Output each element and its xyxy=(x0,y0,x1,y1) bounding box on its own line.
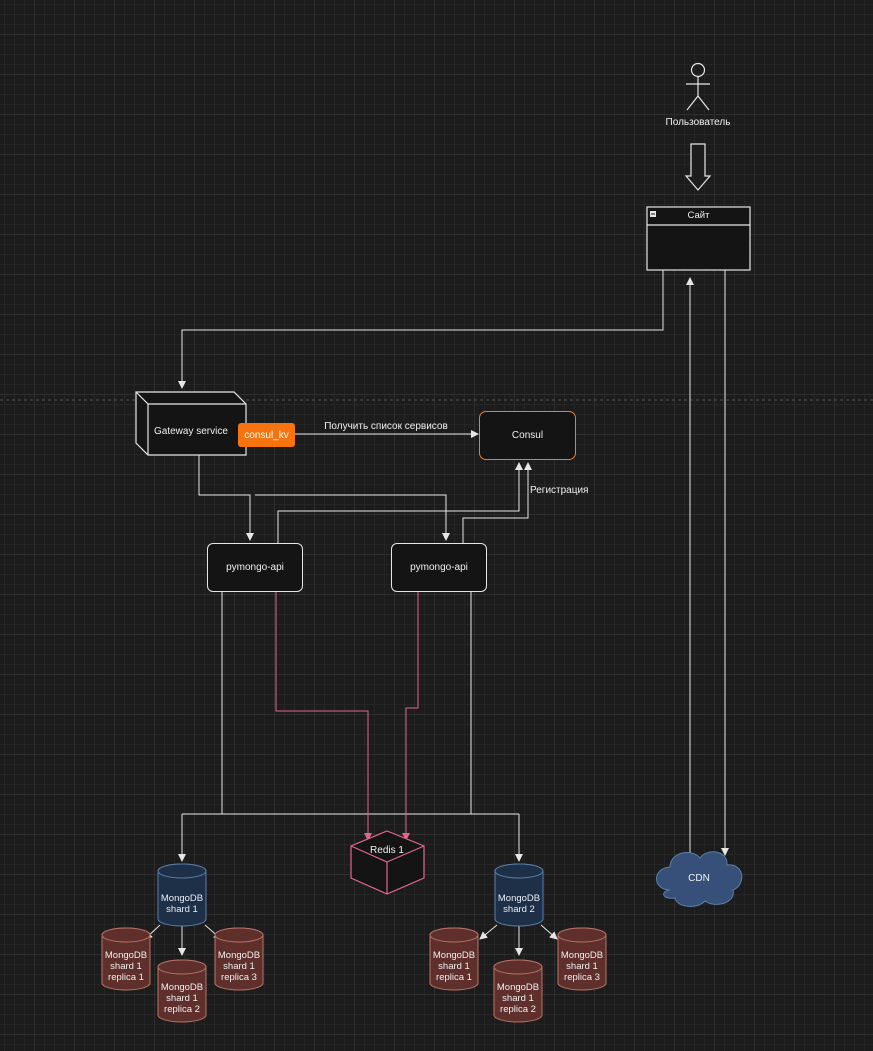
shard1-replica3-label: MongoDB shard 1 replica 3 xyxy=(214,950,264,984)
gateway-label: Gateway service xyxy=(154,426,228,437)
replica-line2: shard 1 xyxy=(566,960,598,972)
replica-line2: shard 1 xyxy=(110,960,142,972)
replica-line3: replica 2 xyxy=(500,1003,536,1015)
gateway-to-api1-edge xyxy=(198,455,254,541)
registration-label: Регистрация xyxy=(530,485,589,496)
user-actor-icon[interactable] xyxy=(686,62,710,111)
cdn-label: CDN xyxy=(688,873,710,884)
consul-label: Consul xyxy=(511,430,544,441)
redis-label: Redis 1 xyxy=(370,845,404,856)
replica-line3: replica 2 xyxy=(164,1003,200,1015)
replica-line2: shard 1 xyxy=(502,992,534,1004)
get-services-label: Получить список сервисов xyxy=(324,421,448,432)
shard1-replica3-database-icon[interactable] xyxy=(214,927,264,991)
replica-line3: replica 3 xyxy=(221,971,257,983)
redis-node[interactable] xyxy=(350,830,425,895)
site-title: Сайт xyxy=(687,210,710,221)
replica-line1: MongoDB xyxy=(432,950,476,961)
shard2-replica1-label: MongoDB shard 1 replica 1 xyxy=(429,950,479,984)
replica-line3: replica 1 xyxy=(436,971,472,983)
api2-registration-edge xyxy=(462,462,532,543)
shard1-label-line1: MongoDB xyxy=(160,893,204,904)
shard2-label-line2: shard 2 xyxy=(503,903,535,915)
shard2-replica3-label: MongoDB shard 1 replica 3 xyxy=(557,950,607,984)
replica-line2: shard 1 xyxy=(223,960,255,972)
shard2-replica3-arrow xyxy=(540,924,558,940)
shard2-database-icon[interactable] xyxy=(494,863,544,927)
api1-registration-edge xyxy=(277,462,523,543)
consul-node[interactable]: Consul xyxy=(479,411,576,460)
shard2-label: MongoDB shard 2 xyxy=(494,893,544,916)
shard1-replica2-database-icon[interactable] xyxy=(157,959,207,1023)
shard1-database-icon[interactable] xyxy=(157,863,207,927)
shard1-label: MongoDB shard 1 xyxy=(157,893,207,916)
api-label: pymongo-api xyxy=(226,562,284,573)
replica-line2: shard 1 xyxy=(166,992,198,1004)
shard2-replica2-database-icon[interactable] xyxy=(493,959,543,1023)
shard2-replica2-label: MongoDB shard 1 replica 2 xyxy=(493,982,543,1016)
replica-line3: replica 3 xyxy=(564,971,600,983)
replica-line1: MongoDB xyxy=(560,950,604,961)
cdn-cloud-node[interactable] xyxy=(656,851,743,907)
shard1-replica1-database-icon[interactable] xyxy=(101,927,151,991)
api1-redis-edge xyxy=(275,591,372,841)
replica-line2: shard 1 xyxy=(438,960,470,972)
shard1-label-line2: shard 1 xyxy=(166,903,198,915)
site-window[interactable] xyxy=(646,206,751,271)
replica-line1: MongoDB xyxy=(496,982,540,993)
shard2-replica1-database-icon[interactable] xyxy=(429,927,479,991)
shard1-replica2-label: MongoDB shard 1 replica 2 xyxy=(157,982,207,1016)
shard2-replica3-database-icon[interactable] xyxy=(557,927,607,991)
replica-line1: MongoDB xyxy=(160,982,204,993)
replica-line1: MongoDB xyxy=(217,950,261,961)
shard2-label-line1: MongoDB xyxy=(497,893,541,904)
gateway-to-api2-edge xyxy=(255,494,450,541)
site-to-gateway-edge xyxy=(178,270,664,389)
replica-line3: replica 1 xyxy=(108,971,144,983)
api2-redis-edge xyxy=(402,591,419,841)
shard1-replica1-label: MongoDB shard 1 replica 1 xyxy=(101,950,151,984)
user-label: Пользователь xyxy=(665,117,731,128)
user-to-site-arrow xyxy=(684,143,712,191)
pymongo-api-node-1[interactable]: pymongo-api xyxy=(207,543,303,592)
replica-line1: MongoDB xyxy=(104,950,148,961)
gateway-service-node[interactable] xyxy=(135,391,247,456)
pymongo-api-node-2[interactable]: pymongo-api xyxy=(391,543,487,592)
consul-kv-label: consul_kv xyxy=(244,429,289,441)
shard2-replica1-arrow xyxy=(479,924,498,940)
api-label: pymongo-api xyxy=(410,562,468,573)
consul-kv-node[interactable]: consul_kv xyxy=(238,423,295,447)
